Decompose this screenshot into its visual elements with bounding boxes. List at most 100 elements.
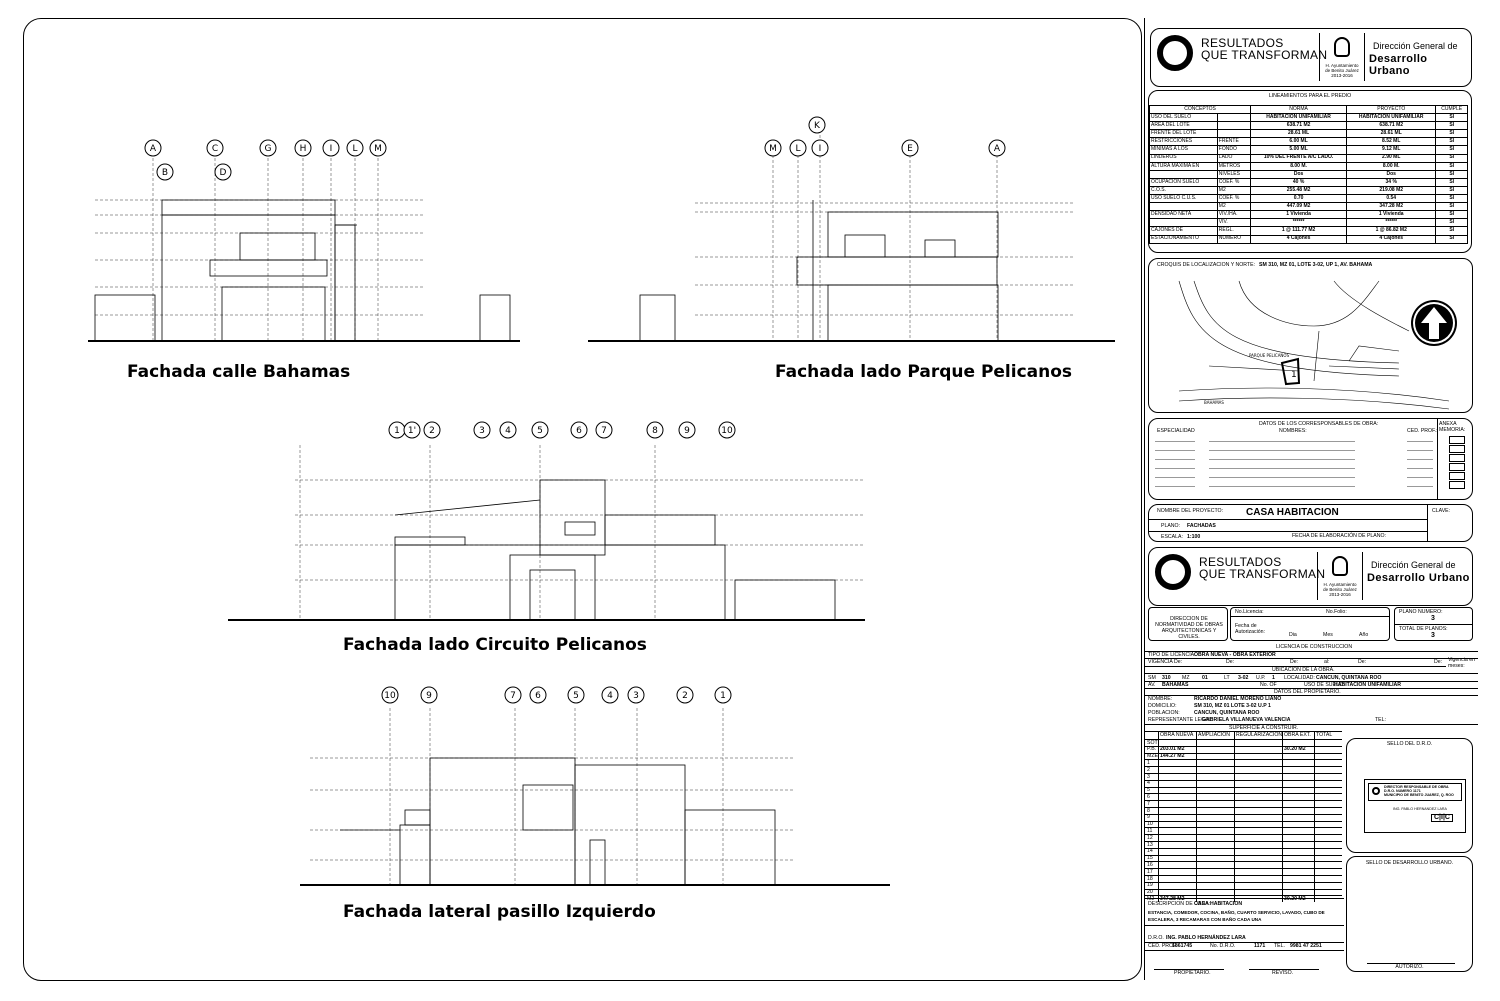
proyecto-box: NOMBRE DEL PROYECTO: CASA HABITACION CLA… xyxy=(1148,504,1473,542)
logo-circle-icon xyxy=(1155,554,1191,590)
svg-text:1': 1' xyxy=(408,426,416,436)
licencia-rows: LICENCIA DE CONSTRUCCION TIPO DE LICENCI… xyxy=(1144,644,1478,732)
memoria-checkbox[interactable] xyxy=(1449,481,1465,489)
descripcion-block: DESCRIPCION DE OBRA: CASA HABITACION EST… xyxy=(1144,898,1344,976)
level-label: 13 xyxy=(1147,841,1153,848)
title-fachada-lateral: Fachada lateral pasillo Izquierdo xyxy=(343,902,656,922)
crest-icon xyxy=(1332,556,1348,576)
svg-text:L: L xyxy=(352,144,357,154)
level-label: M2 xyxy=(1147,895,1155,902)
lot-marker xyxy=(1280,357,1301,386)
level-label: MZE xyxy=(1147,753,1158,760)
plano-value: FACHADAS xyxy=(1187,523,1216,529)
level-label: SOT xyxy=(1147,739,1158,746)
svg-text:9: 9 xyxy=(684,426,690,436)
title-fachada-parque: Fachada lado Parque Pelicanos xyxy=(775,362,1073,382)
level-label: 20 xyxy=(1147,889,1153,896)
svg-text:9: 9 xyxy=(426,691,432,701)
croquis-location: SM 310, MZ 01, LOTE 3-02, UP 1, AV. BAHA… xyxy=(1259,262,1373,268)
level-label: 12 xyxy=(1147,834,1153,841)
logo-line1: RESULTADOS xyxy=(1201,36,1284,50)
direccion-box: DIRECCION DE NORMATIVIDAD DE OBRAS ARQUI… xyxy=(1148,607,1228,641)
logo-circle-icon xyxy=(1157,35,1193,71)
level-label: 10 xyxy=(1147,821,1153,828)
stamp-logo-icon xyxy=(1372,787,1380,795)
level-label: 3 xyxy=(1147,773,1150,780)
svg-text:3: 3 xyxy=(633,691,639,701)
svg-text:7: 7 xyxy=(510,691,516,701)
level-label: 6 xyxy=(1147,793,1150,800)
crest-icon xyxy=(1334,37,1350,57)
lineamientos-row: VIV.************SI xyxy=(1149,218,1468,228)
title-fachada-circuito: Fachada lado Circuito Pelicanos xyxy=(343,635,647,655)
level-label: P.B. xyxy=(1147,746,1157,753)
svg-text:6: 6 xyxy=(535,691,541,701)
svg-text:3: 3 xyxy=(479,426,485,436)
logo-dg2: Desarrollo Urbano xyxy=(1369,53,1428,77)
memoria-checkbox[interactable] xyxy=(1449,463,1465,471)
svg-text:10: 10 xyxy=(721,426,733,436)
svg-text:H: H xyxy=(300,144,307,154)
svg-text:6: 6 xyxy=(576,426,582,436)
svg-text:4: 4 xyxy=(607,691,613,701)
svg-text:B: B xyxy=(162,168,168,178)
svg-text:1: 1 xyxy=(720,691,726,701)
level-label: 15 xyxy=(1147,855,1153,862)
svg-text:2: 2 xyxy=(429,426,435,436)
svg-text:8: 8 xyxy=(652,426,658,436)
level-label: 5 xyxy=(1147,787,1150,794)
grid-axis-markers: M L I K E A xyxy=(764,116,1006,157)
lineamientos-title: LINEAMIENTOS PARA EL PREDIO xyxy=(1268,93,1352,99)
croquis-title: CROQUIS DE LOCALIZACION Y NORTE: xyxy=(1157,262,1256,268)
escala-value: 1:100 xyxy=(1187,534,1201,540)
svg-text:A: A xyxy=(994,144,1001,154)
project-name: CASA HABITACION xyxy=(1246,507,1339,518)
street-label-2: BAHAMAS xyxy=(1204,400,1224,405)
svg-text:4: 4 xyxy=(505,426,511,436)
level-label: 18 xyxy=(1147,875,1153,882)
level-label: 7 xyxy=(1147,800,1150,807)
memoria-checkbox[interactable] xyxy=(1449,436,1465,444)
level-label: 4 xyxy=(1147,780,1150,787)
lot-number: 1 xyxy=(1291,370,1297,380)
svg-text:L: L xyxy=(795,144,800,154)
level-label: 17 xyxy=(1147,868,1153,875)
svg-text:5: 5 xyxy=(573,691,579,701)
owner-name: RICARDO DANIEL MORENO LIAÑO xyxy=(1194,696,1282,702)
title-fachada-bahamas: Fachada calle Bahamas xyxy=(127,362,351,382)
level-label: 9 xyxy=(1147,814,1150,821)
sello-du-box: SELLO DE DESARROLLO URBANO. AUTORIZO. xyxy=(1346,856,1473,972)
svg-text:2: 2 xyxy=(682,691,688,701)
svg-text:M: M xyxy=(374,144,382,154)
level-label: 19 xyxy=(1147,882,1153,889)
superficie-value: 30.20 M2 xyxy=(1284,895,1306,902)
superficie-value: 203.01 M2 xyxy=(1160,746,1185,753)
svg-text:D: D xyxy=(220,168,227,178)
sello-dro-box: SELLO DEL D.R.O. DIRECTOR RESPONSABLE DE… xyxy=(1346,738,1473,853)
logo-small: H. Ayuntamiento de Benito Juárez 2013-20… xyxy=(1325,63,1359,78)
logo-line2: QUE TRANSFORMAN xyxy=(1201,48,1328,62)
level-label: 1 xyxy=(1147,759,1150,766)
level-label: 2 xyxy=(1147,766,1150,773)
title-block-border xyxy=(1144,18,1145,980)
memoria-checkbox[interactable] xyxy=(1449,454,1465,462)
svg-text:G: G xyxy=(265,144,272,154)
svg-text:I: I xyxy=(330,144,333,154)
memoria-checkbox[interactable] xyxy=(1449,445,1465,453)
svg-text:M: M xyxy=(769,144,777,154)
responsables-title: DATOS DE LOS CORRESPONSABLES DE OBRA: xyxy=(1259,421,1379,427)
north-arrow-icon xyxy=(1411,300,1457,346)
memoria-checkbox[interactable] xyxy=(1449,472,1465,480)
